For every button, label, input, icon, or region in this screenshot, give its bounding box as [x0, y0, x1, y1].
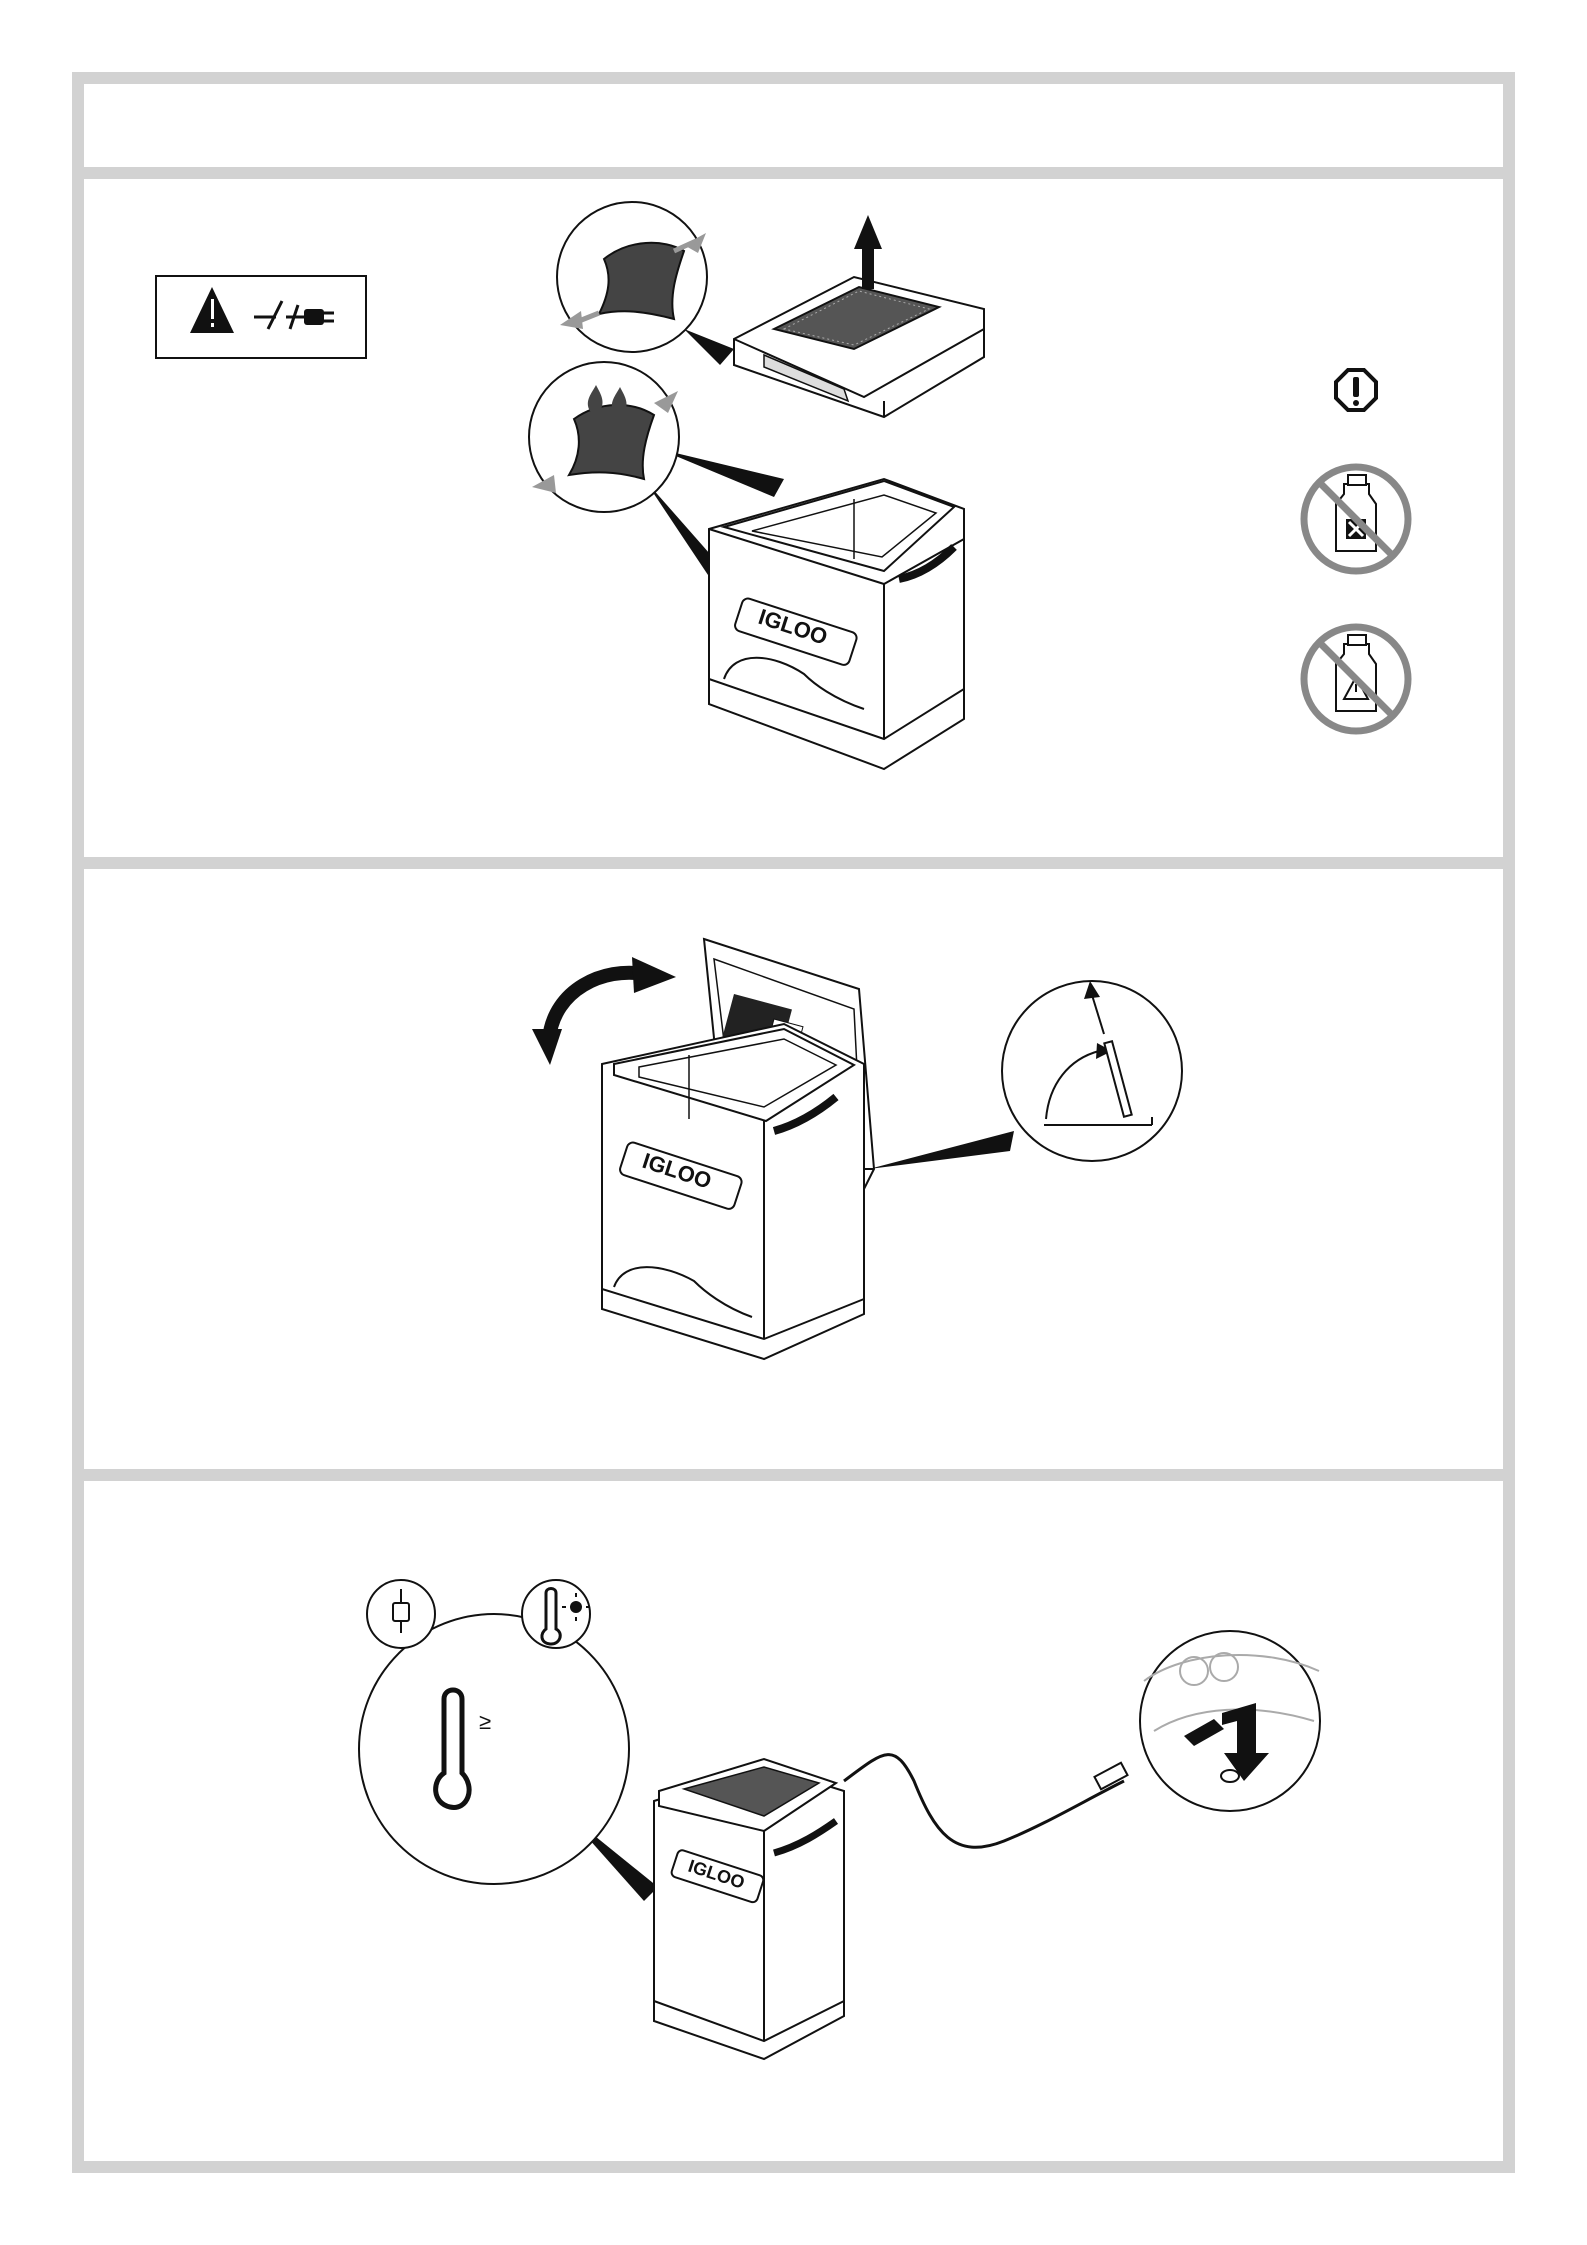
cleaning-panel: IGLOO — [84, 179, 1503, 869]
car-plug — [1094, 1763, 1127, 1789]
temperature-callout: ≥ — [359, 1580, 658, 1901]
rotate-arrow-icon — [532, 957, 676, 1065]
power-connection-panel: ≥ — [84, 1481, 1503, 2161]
lid-open-panel: IGLOO — [84, 869, 1503, 1481]
opening-angle-callout — [869, 981, 1182, 1169]
manual-page-frame: IGLOO — [72, 72, 1515, 2173]
cooler-body-illustration: IGLOO — [602, 1024, 864, 1359]
power-connection-illustration: ≥ — [84, 1481, 1503, 2181]
cooler-closed-illustration: IGLOO — [654, 1759, 844, 2059]
cleaning-illustration: IGLOO — [84, 179, 1503, 857]
cooler-body-illustration: IGLOO — [709, 479, 964, 769]
no-solvent-spray-icon — [1304, 467, 1408, 571]
exclamation-octagon-icon — [1336, 370, 1376, 410]
warning-unplug-icon — [156, 276, 366, 358]
lid-open-illustration: IGLOO — [84, 869, 1503, 1469]
removed-lid-illustration — [734, 277, 984, 417]
car-outlet-callout — [1140, 1631, 1320, 1811]
greater-equal-symbol: ≥ — [479, 1709, 491, 1734]
dry-cloth-callout — [557, 202, 734, 365]
header-band — [84, 84, 1503, 179]
power-cord — [844, 1755, 1124, 1848]
no-abrasive-spray-icon — [1304, 627, 1408, 731]
